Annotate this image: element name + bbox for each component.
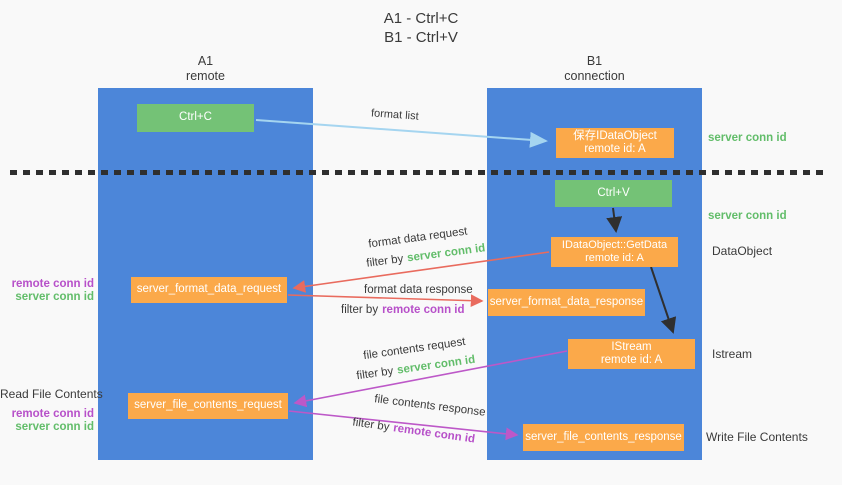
node-ctrl-c: Ctrl+C: [137, 104, 254, 132]
node-ctrl-v: Ctrl+V: [555, 180, 672, 207]
label-read-file-contents: Read File Contents: [0, 387, 103, 401]
node-ctrl-c-label: Ctrl+C: [179, 111, 212, 124]
node-server-file-contents-response: server_file_contents_response: [523, 424, 684, 451]
dashed-divider: [10, 170, 826, 175]
node-save-idataobject: 保存IDataObject remote id: A: [556, 128, 674, 158]
filter-by-highlight-3: server conn id: [396, 353, 476, 377]
arrow-label-format-data-response: format data response: [364, 284, 473, 296]
filter-by-prefix-3: filter by: [355, 365, 395, 383]
left-conn-id-stack-top: remote conn id server conn id: [0, 278, 94, 304]
node-istream-line2: remote id: A: [600, 354, 663, 366]
node-ctrl-v-label: Ctrl+V: [597, 186, 630, 199]
node-server-file-contents-request: server_file_contents_request: [128, 393, 288, 419]
node-save-idataobject-line2: remote id: A: [584, 143, 646, 155]
node-istream: IStream remote id: A: [568, 339, 695, 369]
title-line-2: B1 - Ctrl+V: [384, 29, 458, 46]
node-server-format-data-request-label: server_format_data_request: [136, 283, 282, 296]
node-getdata-line2: remote id: A: [585, 252, 644, 264]
label-server-conn-id-right-top: server conn id: [708, 132, 787, 144]
filter-by-highlight-2: remote conn id: [382, 304, 465, 316]
label-write-file-contents: Write File Contents: [706, 430, 808, 444]
label-server-conn-id-left-bottom: server conn id: [15, 421, 94, 433]
lane-header-a1: A1 remote: [98, 54, 313, 84]
left-conn-id-stack-bottom: remote conn id server conn id: [0, 408, 94, 434]
arrow-label-file-contents-response: file contents response: [373, 393, 487, 419]
filter-by-prefix-4: filter by: [351, 416, 391, 434]
lane-a1-name: A1: [197, 54, 214, 68]
lane-b1-name: B1: [586, 54, 603, 68]
node-idataobject-getdata: IDataObject::GetData remote id: A: [551, 237, 678, 267]
node-server-format-data-response: server_format_data_response: [488, 289, 645, 316]
lane-b1-subtitle: connection: [564, 69, 625, 83]
label-istream: Istream: [712, 347, 753, 361]
filter-by-highlight-1: server conn id: [406, 242, 486, 265]
node-getdata-line1: IDataObject::GetData: [561, 238, 668, 251]
diagram-title: A1 - Ctrl+C B1 - Ctrl+V: [301, 9, 541, 47]
title-line-1: A1 - Ctrl+C: [383, 10, 459, 27]
node-save-idataobject-line1: 保存IDataObject: [573, 129, 657, 142]
node-istream-line1: IStream: [611, 340, 652, 353]
label-server-conn-id-left-top: server conn id: [15, 291, 94, 303]
filter-by-prefix-2: filter by: [341, 304, 379, 316]
label-server-conn-id-right-mid: server conn id: [708, 210, 787, 222]
lane-a1-subtitle: remote: [186, 69, 225, 83]
filter-by-highlight-4: remote conn id: [392, 422, 476, 446]
node-server-file-contents-request-label: server_file_contents_request: [134, 399, 282, 412]
label-remote-conn-id-left-bottom: remote conn id: [11, 408, 94, 420]
label-remote-conn-id-left-top: remote conn id: [11, 278, 94, 290]
node-server-format-data-response-label: server_format_data_response: [489, 295, 644, 308]
node-server-format-data-request: server_format_data_request: [131, 277, 287, 303]
filter-by-prefix-1: filter by: [365, 253, 405, 270]
node-server-file-contents-response-label: server_file_contents_response: [525, 430, 682, 443]
lane-header-b1: B1 connection: [487, 54, 702, 84]
label-dataobject: DataObject: [712, 244, 773, 258]
arrow-label-format-list: format list: [370, 107, 420, 123]
